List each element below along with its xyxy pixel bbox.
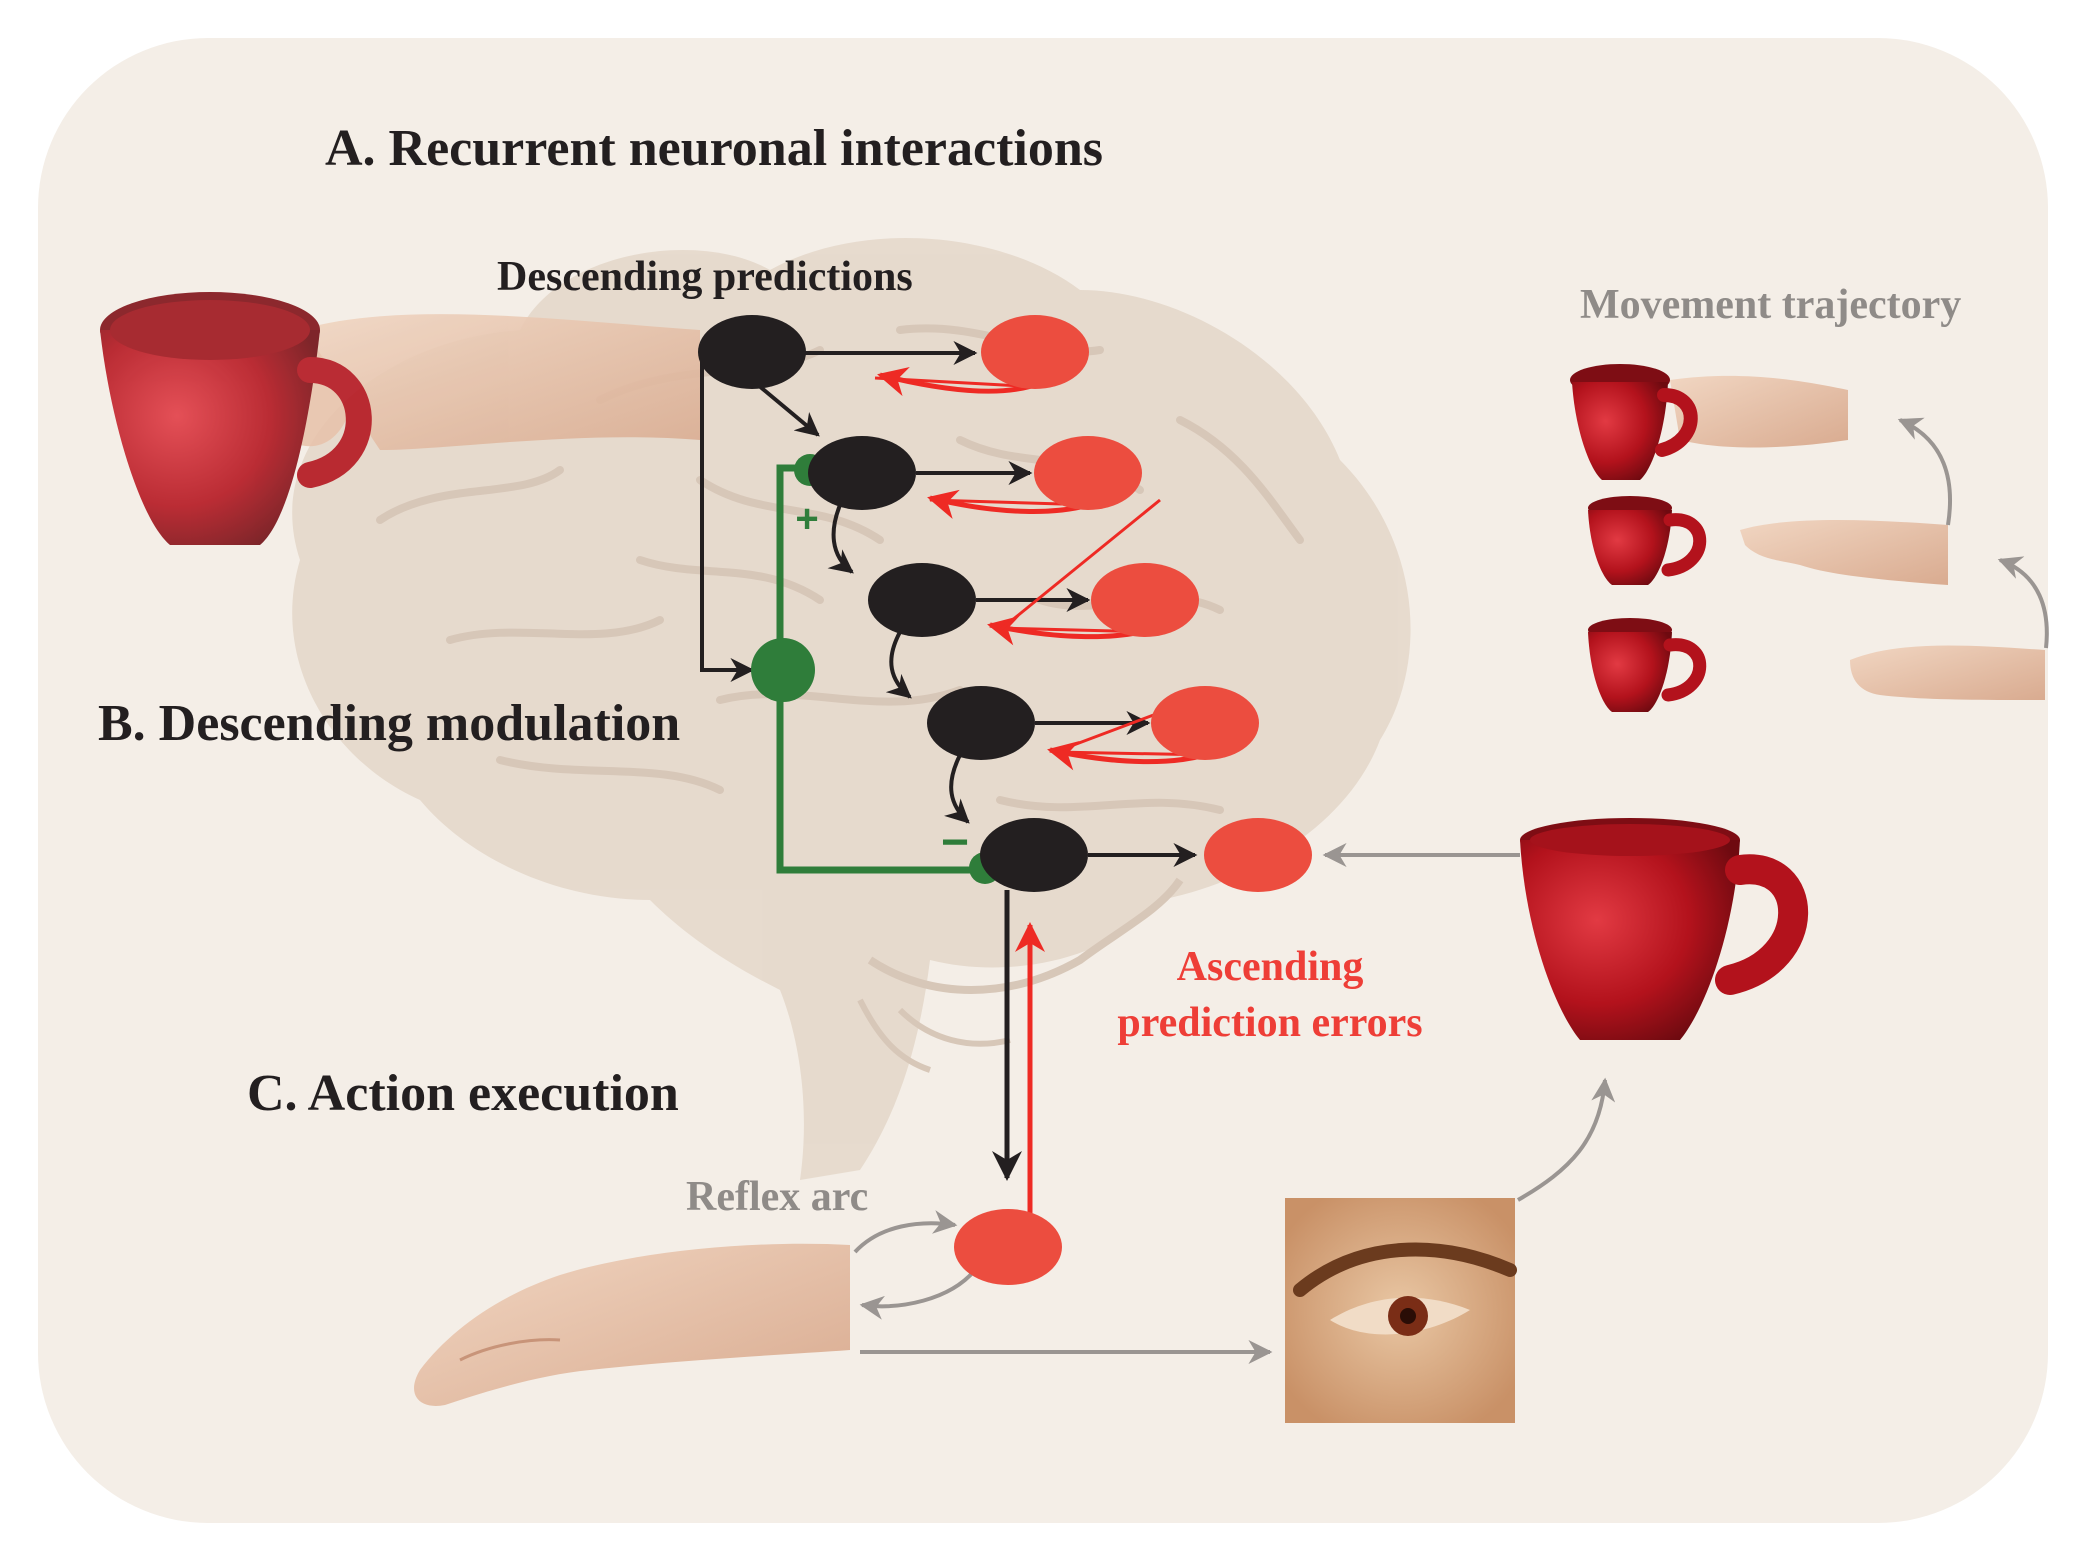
trajectory-hand-reach bbox=[1570, 364, 1848, 480]
target-mug-icon bbox=[1520, 818, 1809, 1040]
label-ascending: Ascending bbox=[1177, 944, 1364, 990]
label-descending-predictions: Descending predictions bbox=[497, 254, 913, 300]
label-action-execution: C. Action execution bbox=[247, 1065, 679, 1122]
prediction-unit-2 bbox=[808, 436, 916, 510]
error-unit-4 bbox=[1151, 686, 1259, 760]
label-movement-trajectory: Movement trajectory bbox=[1580, 282, 1961, 328]
top-to-modulation-arrow bbox=[700, 358, 755, 682]
trajectory-hand-rest bbox=[1850, 645, 2045, 700]
trajectory-mug-bottom bbox=[1588, 618, 1707, 712]
error-units bbox=[954, 315, 1312, 1285]
prediction-unit-4 bbox=[927, 686, 1035, 760]
label-recurrent-interactions: A. Recurrent neuronal interactions bbox=[325, 120, 1103, 177]
label-reflex-arc: Reflex arc bbox=[686, 1174, 868, 1220]
modulation-node bbox=[751, 638, 815, 702]
effector-hand-icon bbox=[414, 1243, 850, 1406]
prediction-unit-3 bbox=[868, 563, 976, 637]
trajectory-mug-middle bbox=[1588, 496, 1707, 585]
peripheral-arrows bbox=[853, 417, 2049, 1364]
prediction-unit-5 bbox=[980, 818, 1088, 892]
error-unit-2 bbox=[1034, 436, 1142, 510]
plus-sign: + bbox=[795, 497, 818, 541]
prediction-units bbox=[698, 315, 1088, 892]
label-prediction-errors: prediction errors bbox=[1117, 1000, 1422, 1046]
error-unit-5 bbox=[1204, 818, 1312, 892]
reflex-error-unit bbox=[954, 1209, 1062, 1285]
minus-sign: − bbox=[941, 816, 969, 869]
descending-prediction-arrows bbox=[756, 383, 970, 824]
prediction-unit-1 bbox=[698, 315, 806, 389]
label-descending-modulation: B. Descending modulation bbox=[98, 695, 680, 752]
error-unit-1 bbox=[981, 315, 1089, 389]
error-unit-3 bbox=[1091, 563, 1199, 637]
held-mug-icon bbox=[100, 292, 700, 545]
trajectory-hand-open bbox=[1740, 520, 1948, 585]
eye-icon bbox=[1285, 1198, 1517, 1423]
lateral-prediction-arrows bbox=[805, 341, 1198, 867]
